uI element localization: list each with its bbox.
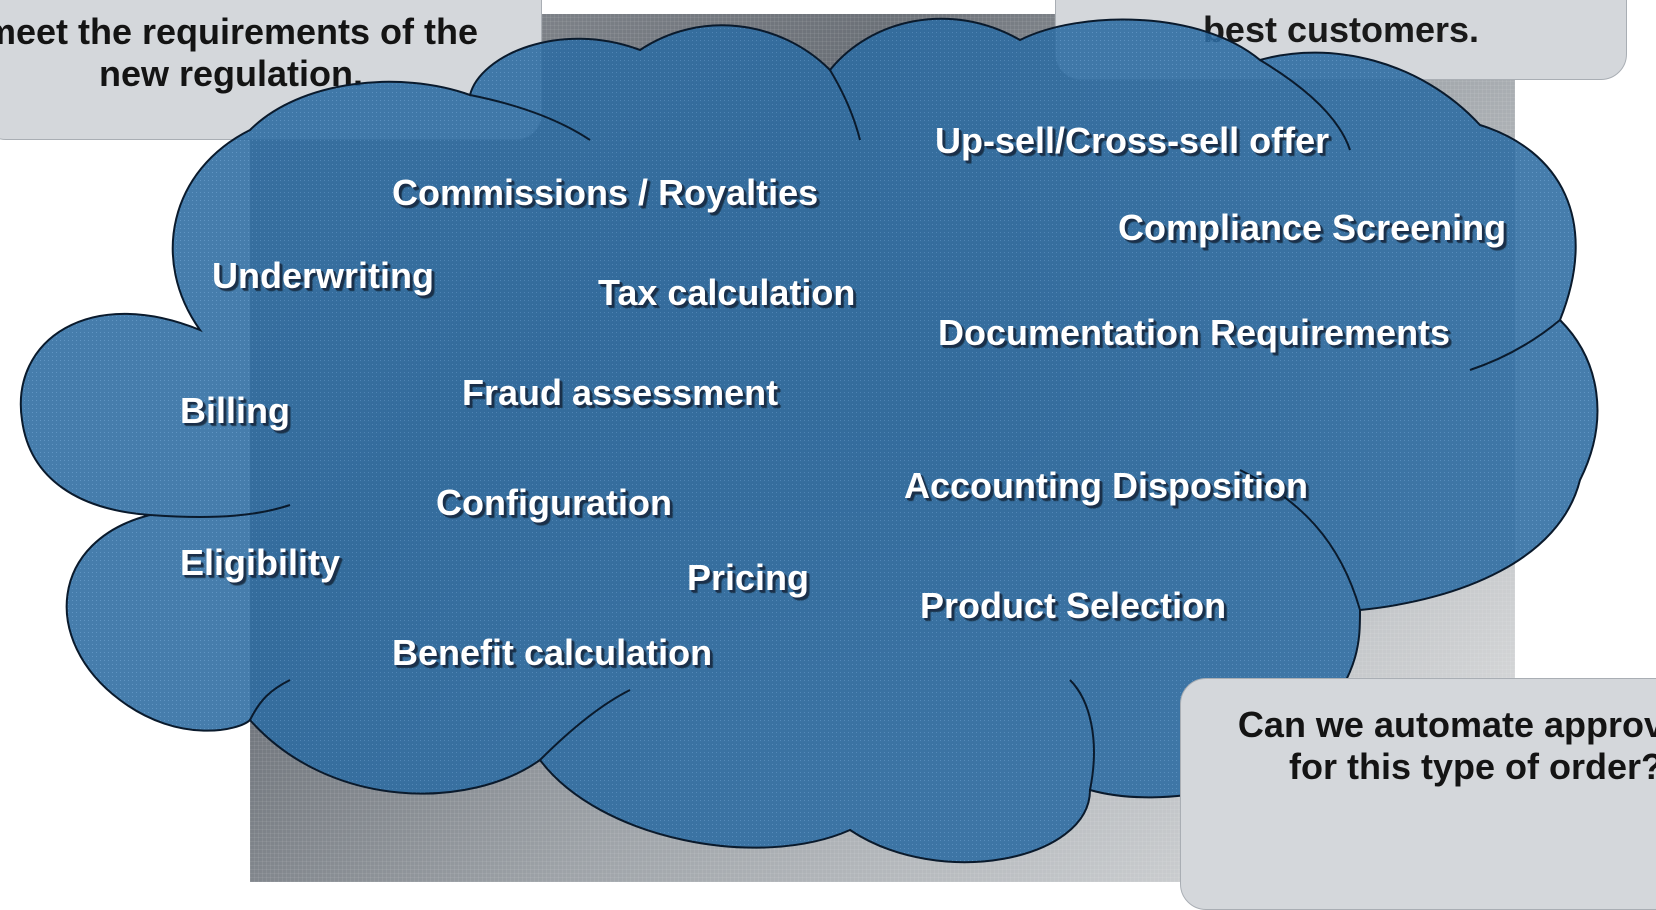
term-compliance-screening: Compliance Screening — [1118, 207, 1507, 248]
term-billing: Billing — [180, 390, 290, 431]
decision-cloud — [19, 17, 1599, 864]
term-accounting-disposition: Accounting Disposition — [904, 465, 1308, 506]
term-documentation-requirements: Documentation Requirements — [938, 312, 1451, 353]
term-fraud-assessment: Fraud assessment — [462, 372, 779, 413]
callout-regulation-text: meet the requirements of the new regulat… — [0, 11, 479, 94]
cloud-inner-lines — [149, 59, 1561, 791]
callout-automate: Can we automate approvals for this type … — [1180, 678, 1656, 910]
callout-customers-text: best customers. — [1202, 9, 1480, 50]
cloud-shape — [19, 17, 1599, 864]
term-tax-calculation: Tax calculation — [598, 272, 856, 313]
callout-automate-text: Can we automate approvals for this type … — [1237, 704, 1656, 787]
term-benefit-calculation: Benefit calculation — [392, 632, 713, 673]
term-eligibility: Eligibility — [180, 542, 341, 583]
term-underwriting: Underwriting — [212, 255, 434, 296]
term-product-selection: Product Selection — [920, 585, 1227, 626]
term-commissions-royalties: Commissions / Royalties — [392, 172, 819, 213]
term-configuration: Configuration — [436, 482, 672, 523]
term-upsell-crosssell: Up-sell/Cross-sell offer — [935, 120, 1330, 161]
term-pricing: Pricing — [687, 557, 810, 598]
